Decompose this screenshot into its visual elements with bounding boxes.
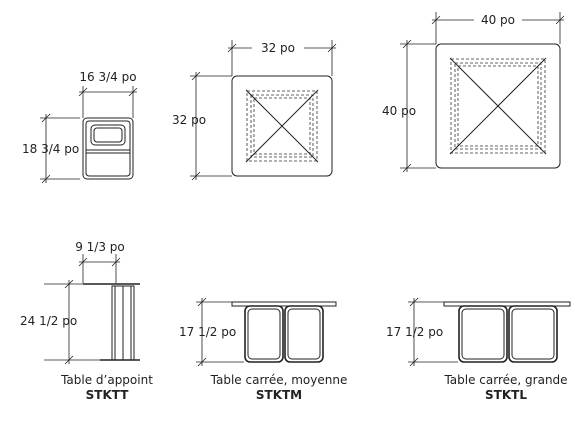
large-table-side-height-dimension: 17 1/2 po [386, 297, 458, 367]
large-table-side-height-label: 17 1/2 po [386, 325, 443, 339]
side-table-caption: Table d’appoint STKTT [60, 373, 153, 402]
side-table-top-depth-label: 18 3/4 po [22, 142, 79, 156]
large-table-sku: STKTL [485, 388, 527, 402]
side-table-name: Table d’appoint [60, 373, 153, 387]
large-table-top-width-label: 40 po [481, 13, 515, 27]
medium-table-top-depth-dimension: 32 po [172, 71, 232, 181]
medium-table-side-height-dimension: 17 1/2 po [179, 297, 244, 367]
medium-table-top-outline [231, 75, 333, 177]
large-table-top-view: 40 po 40 po [382, 12, 565, 173]
side-table-top-depth-dimension: 18 3/4 po [22, 113, 80, 184]
medium-table-top-view: 32 po 32 po [172, 40, 337, 181]
medium-table-side-height-label: 17 1/2 po [179, 325, 236, 339]
side-table-side-height-label: 24 1/2 po [20, 314, 77, 328]
large-table-caption: Table carrée, grande STKTL [443, 373, 567, 402]
side-table-side-width-dimension: 9 1/3 po [75, 240, 125, 283]
side-table-top-view: 16 3/4 po 18 3/4 po [22, 70, 138, 184]
medium-table-sku: STKTM [256, 388, 302, 402]
large-table-name: Table carrée, grande [443, 373, 567, 387]
side-table-top-width-dimension: 16 3/4 po [78, 70, 138, 118]
large-table-top-depth-dimension: 40 po [382, 39, 436, 173]
large-table-top-width-dimension: 40 po [431, 12, 565, 44]
side-table-top-outline [82, 117, 134, 180]
side-table-side-width-label: 9 1/3 po [75, 240, 125, 254]
medium-table-name: Table carrée, moyenne [210, 373, 348, 387]
side-table-side-height-dimension: 24 1/2 po [20, 279, 100, 365]
medium-table-top-width-label: 32 po [261, 41, 295, 55]
large-table-side-view: 17 1/2 po [386, 297, 571, 367]
side-table-side-view: 9 1/3 po 24 1/2 po [20, 240, 140, 365]
medium-table-top-width-dimension: 32 po [227, 40, 337, 76]
medium-table-side-outline [231, 301, 337, 363]
side-table-sku: STKTT [86, 388, 130, 402]
medium-table-side-view: 17 1/2 po [179, 297, 337, 367]
large-table-side-outline [443, 301, 571, 363]
medium-table-caption: Table carrée, moyenne STKTM [210, 373, 348, 402]
side-table-side-outline [83, 283, 140, 361]
side-table-top-width-label: 16 3/4 po [79, 70, 136, 84]
large-table-top-depth-label: 40 po [382, 104, 416, 118]
medium-table-top-depth-label: 32 po [172, 113, 206, 127]
large-table-top-outline [435, 43, 561, 169]
